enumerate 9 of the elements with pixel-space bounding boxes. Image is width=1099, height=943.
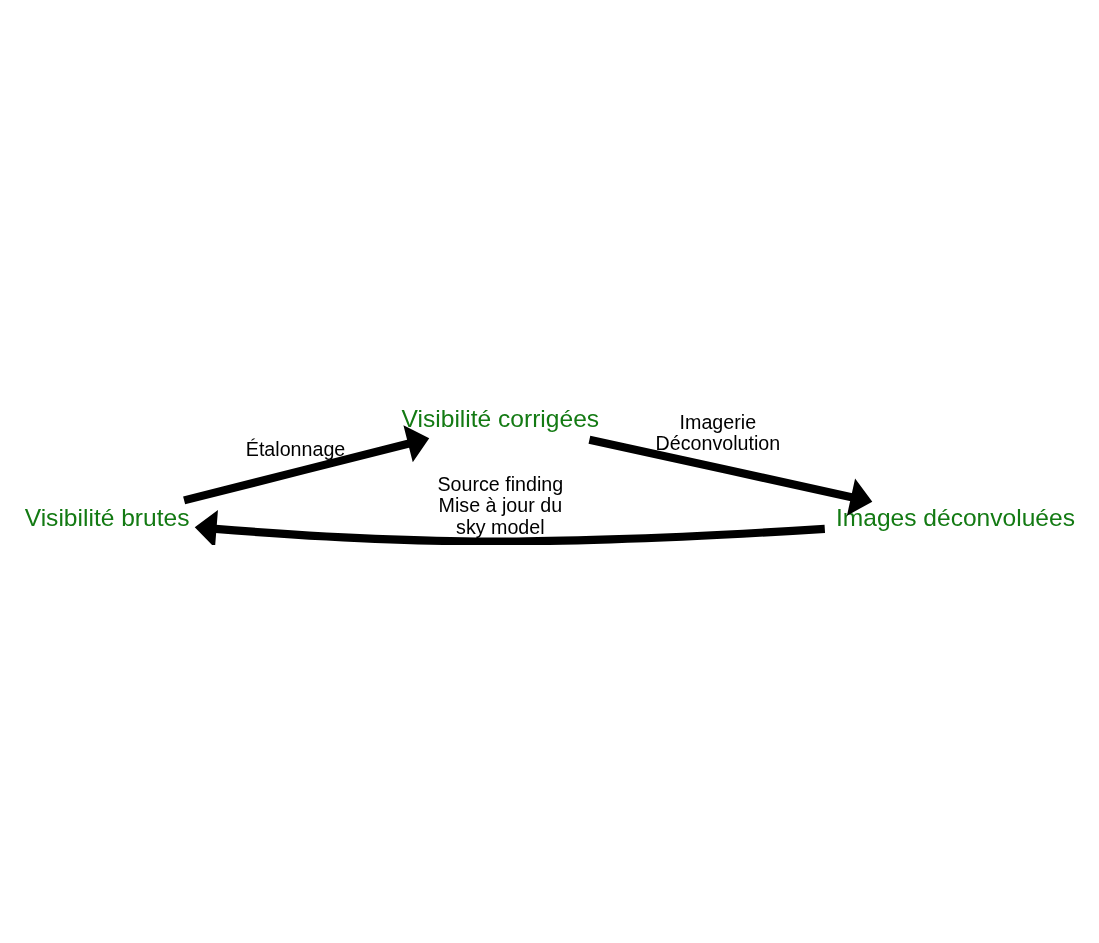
edge-label: Étalonnage (245, 437, 346, 460)
arrow (183, 425, 430, 505)
edge-label: Imagerie Déconvolution (655, 410, 781, 455)
node-text: Images déconvoluées (835, 503, 1075, 531)
edge-label: Source finding Mise à jour du sky model (437, 473, 564, 538)
arrow (588, 435, 873, 516)
node-text: Visibilité brutes (24, 503, 190, 531)
arrow (194, 510, 826, 545)
node-text: Visibilité corrigées (401, 404, 600, 432)
